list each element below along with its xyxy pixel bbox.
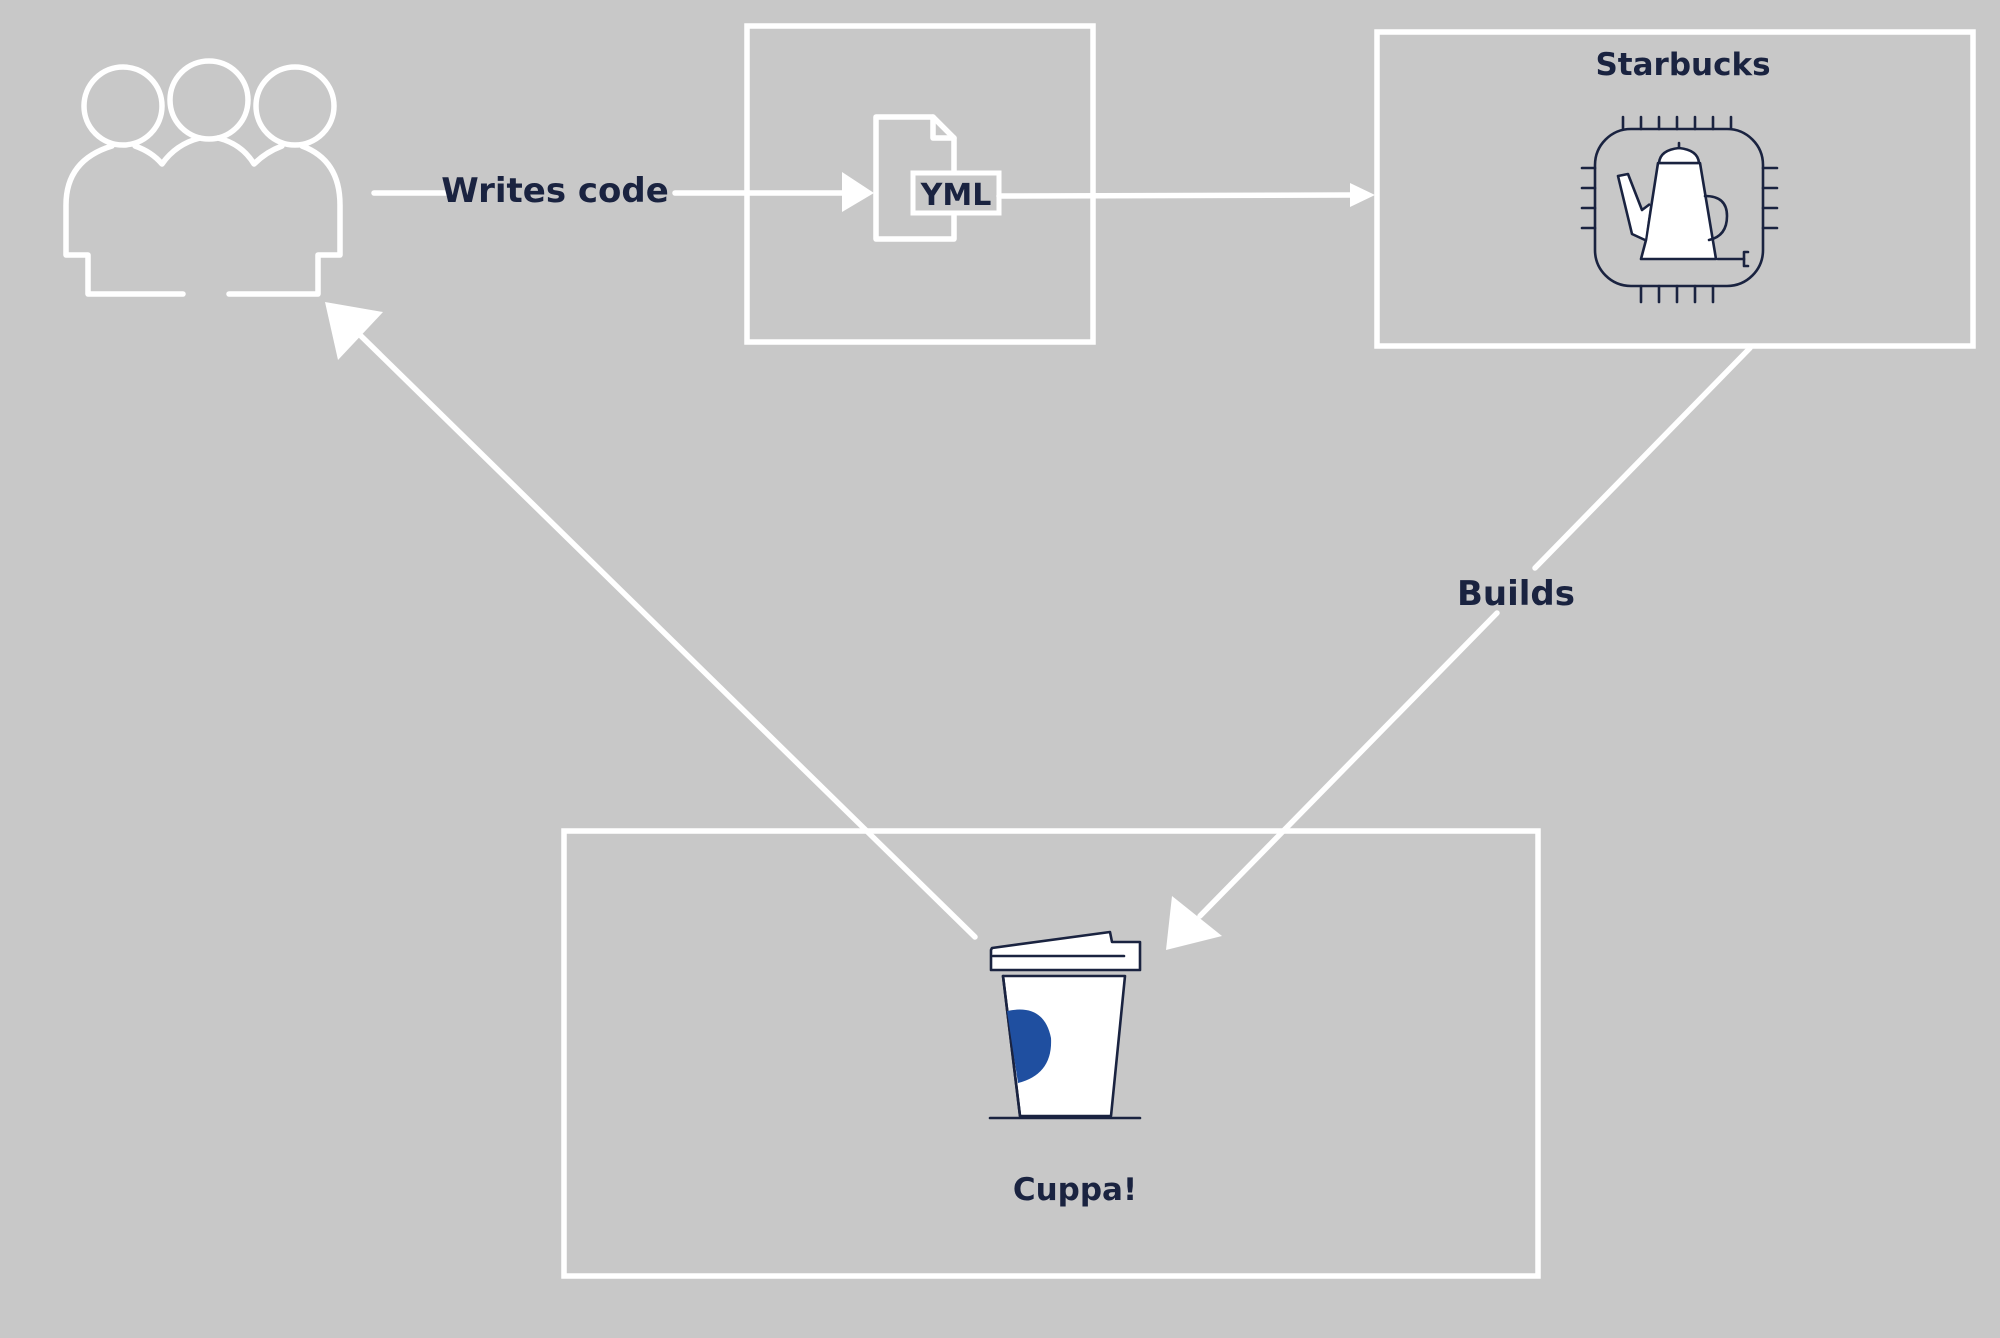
yml-label: YML bbox=[920, 178, 992, 213]
yml-file-icon: YML bbox=[873, 114, 1002, 242]
yml-tag bbox=[910, 170, 1002, 216]
people-group-icon bbox=[63, 58, 343, 297]
arrow-starbucks-to-cuppa-head bbox=[1166, 896, 1222, 950]
coffee-cup-icon bbox=[988, 930, 1142, 1120]
starbucks-label: Starbucks bbox=[1595, 47, 1770, 83]
cuppa-box bbox=[561, 828, 1541, 1279]
arrow-starbucks-to-cuppa-line-a bbox=[1532, 345, 1753, 571]
arrow-yml-to-starbucks-head bbox=[1350, 183, 1375, 207]
arrow-team-to-yml-head bbox=[842, 172, 874, 212]
starbucks-box bbox=[1374, 29, 1976, 349]
arrow-yml-to-starbucks-line bbox=[996, 192, 1353, 199]
writes-code-label: Writes code bbox=[441, 171, 669, 211]
builds-label: Builds bbox=[1457, 574, 1575, 614]
arrow-cuppa-to-team-head bbox=[325, 302, 383, 360]
yml-box bbox=[744, 23, 1096, 345]
cuppa-label: Cuppa! bbox=[1013, 1172, 1137, 1208]
arrow-starbucks-to-cuppa-line-b bbox=[1197, 610, 1500, 919]
arrow-cuppa-to-team-line bbox=[357, 332, 978, 940]
coffee-pot-chip-icon bbox=[1580, 115, 1779, 304]
